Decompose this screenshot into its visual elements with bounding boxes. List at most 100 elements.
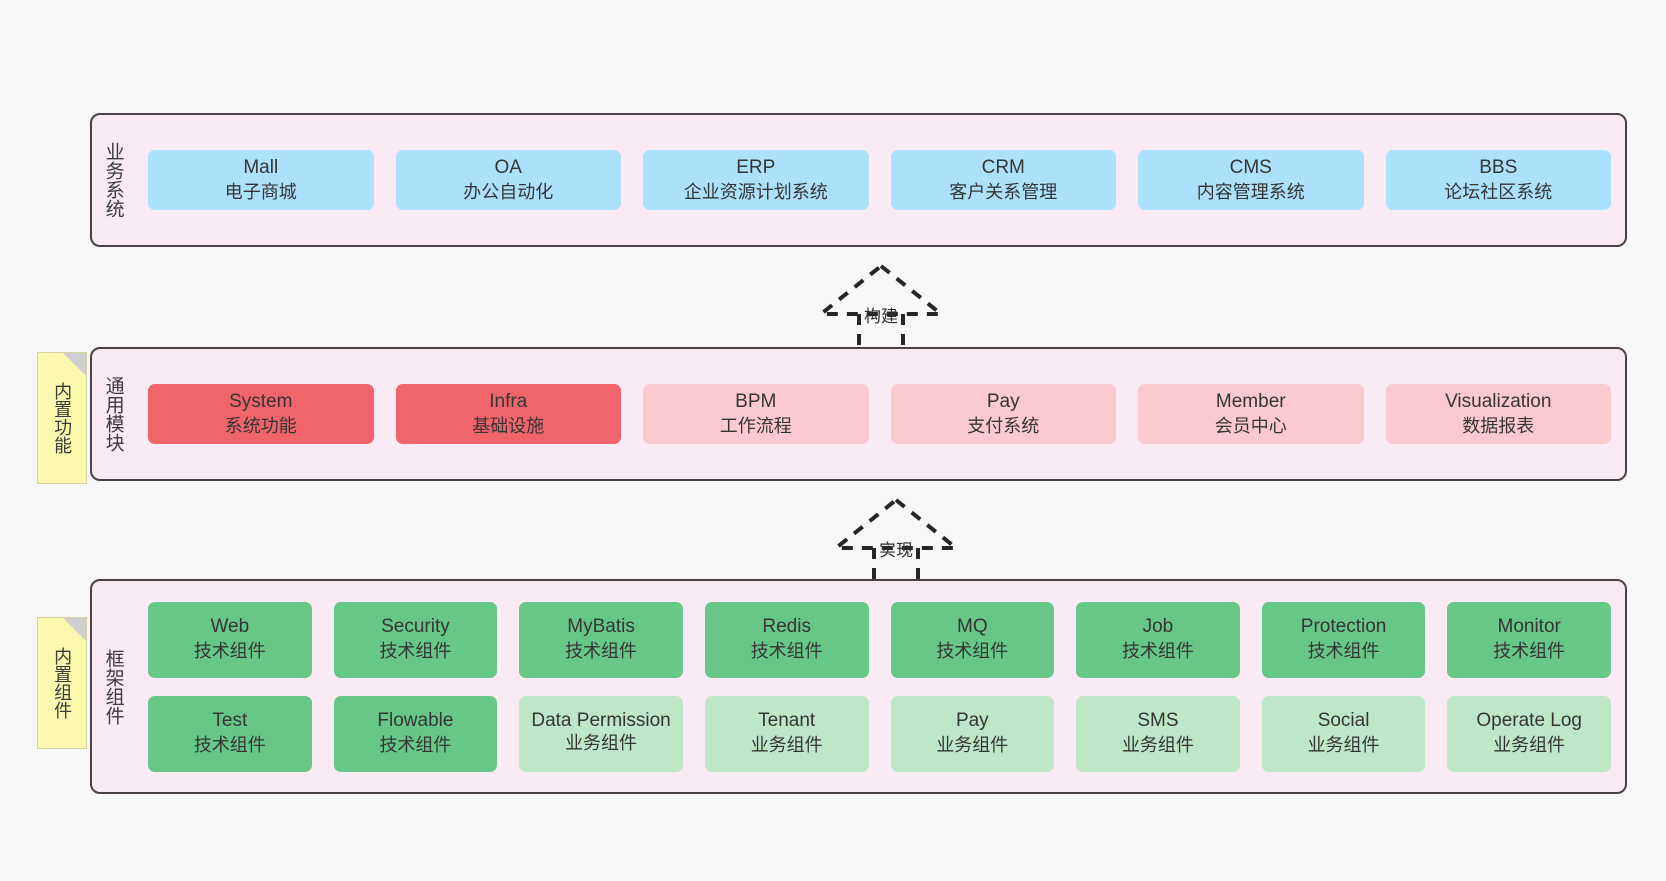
card-title-cn: 技术组件	[750, 641, 823, 662]
connector-build: 构建	[806, 262, 956, 356]
card-title-cn: 技术组件	[1307, 641, 1380, 662]
card-title-en: Test	[212, 710, 248, 732]
card-title-cn: 业务组件	[1307, 735, 1380, 756]
note-label: 内置组件	[52, 647, 73, 719]
card-redis[interactable]: Redis 技术组件	[704, 601, 869, 678]
card-title-en: MyBatis	[567, 616, 635, 638]
card-tenant[interactable]: Tenant 业务组件	[704, 695, 869, 772]
card-cms[interactable]: CMS 内容管理系统	[1138, 149, 1364, 211]
card-title-cn: 业务组件	[1493, 735, 1566, 756]
card-title-en: ERP	[736, 156, 776, 178]
card-title-en: Social	[1317, 710, 1370, 732]
card-pay-component[interactable]: Pay 业务组件	[890, 695, 1055, 772]
card-title-cn: 技术组件	[379, 641, 452, 662]
card-mq[interactable]: MQ 技术组件	[890, 601, 1055, 678]
layer-body-common-module: System 系统功能 Infra 基础设施 BPM 工作流程 Pay 支付系统…	[134, 349, 1625, 479]
card-system[interactable]: System 系统功能	[148, 383, 374, 445]
card-test[interactable]: Test 技术组件	[148, 695, 312, 772]
card-title-en: Protection	[1300, 616, 1387, 638]
card-title-en: Tenant	[758, 710, 816, 732]
card-sms[interactable]: SMS 业务组件	[1076, 695, 1240, 772]
card-title-cn: 业务组件	[565, 733, 638, 754]
card-title-en: OA	[494, 156, 522, 178]
layer-body-framework-component: Web 技术组件 Security 技术组件 MyBatis 技术组件 Redi…	[134, 581, 1625, 792]
card-title-en: Pay	[955, 710, 989, 732]
layer-row: System 系统功能 Infra 基础设施 BPM 工作流程 Pay 支付系统…	[148, 383, 1611, 445]
layer-row: Web 技术组件 Security 技术组件 MyBatis 技术组件 Redi…	[148, 601, 1611, 678]
note-label: 内置功能	[52, 382, 73, 454]
card-title-cn: 企业资源计划系统	[683, 181, 828, 202]
card-crm[interactable]: CRM 客户关系管理	[890, 149, 1116, 211]
card-mybatis[interactable]: MyBatis 技术组件	[519, 601, 683, 678]
card-title-en: Web	[210, 616, 250, 638]
card-visualization[interactable]: Visualization 数据报表	[1385, 383, 1611, 445]
card-title-en: System	[229, 390, 293, 412]
card-title-en: SMS	[1137, 710, 1179, 732]
card-job[interactable]: Job 技术组件	[1076, 601, 1240, 678]
connector-label-build: 构建	[864, 307, 898, 326]
connector-label-implement: 实现	[879, 541, 913, 560]
card-title-cn: 客户关系管理	[949, 181, 1058, 202]
card-title-en: Member	[1215, 390, 1286, 412]
card-data-permission[interactable]: Data Permission 业务组件	[519, 695, 683, 772]
note-fold-corner-icon	[63, 353, 86, 376]
connector-implement: 实现	[821, 496, 971, 590]
card-title-en: Data Permission	[531, 710, 671, 732]
card-title-en: Monitor	[1497, 616, 1561, 638]
note-builtin-features: 内置功能	[37, 352, 87, 484]
card-mall[interactable]: Mall 电子商城	[148, 149, 374, 211]
card-title-en: MQ	[957, 616, 988, 638]
layer-title-common-module: 通用模块	[102, 376, 124, 452]
card-title-cn: 办公自动化	[463, 181, 554, 202]
card-title-en: Visualization	[1445, 390, 1552, 412]
card-title-cn: 论坛社区系统	[1444, 181, 1553, 202]
layer-body-business-system: Mall 电子商城 OA 办公自动化 ERP 企业资源计划系统 CRM 客户关系…	[134, 115, 1625, 245]
card-title-cn: 业务组件	[936, 735, 1009, 756]
layer-title-framework-component: 框架组件	[102, 648, 124, 725]
card-oa[interactable]: OA 办公自动化	[395, 149, 621, 211]
card-title-en: CMS	[1229, 156, 1272, 178]
card-title-en: BBS	[1479, 156, 1518, 178]
card-title-cn: 电子商城	[224, 181, 297, 202]
card-title-en: Operate Log	[1476, 710, 1582, 732]
card-infra[interactable]: Infra 基础设施	[395, 383, 621, 445]
card-bbs[interactable]: BBS 论坛社区系统	[1385, 149, 1611, 211]
card-erp[interactable]: ERP 企业资源计划系统	[643, 149, 869, 211]
layer-title-business-system: 业务系统	[102, 142, 124, 218]
card-title-en: Redis	[762, 616, 811, 638]
card-title-cn: 基础设施	[472, 415, 545, 436]
card-pay[interactable]: Pay 支付系统	[890, 383, 1116, 445]
card-member[interactable]: Member 会员中心	[1138, 383, 1364, 445]
card-title-cn: 业务组件	[750, 735, 823, 756]
card-title-en: Infra	[489, 390, 528, 412]
card-title-cn: 内容管理系统	[1196, 181, 1305, 202]
layer-row: Mall 电子商城 OA 办公自动化 ERP 企业资源计划系统 CRM 客户关系…	[148, 149, 1611, 211]
card-title-en: Job	[1142, 616, 1174, 638]
card-title-en: Pay	[986, 390, 1020, 412]
card-title-cn: 数据报表	[1462, 415, 1535, 436]
card-monitor[interactable]: Monitor 技术组件	[1447, 601, 1611, 678]
layer-framework-component: 框架组件 Web 技术组件 Security 技术组件 MyBatis 技术组件…	[90, 579, 1627, 794]
card-title-cn: 技术组件	[1493, 641, 1566, 662]
layer-row: Test 技术组件 Flowable 技术组件 Data Permission …	[148, 695, 1611, 772]
card-title-cn: 技术组件	[936, 641, 1009, 662]
note-fold-corner-icon	[63, 618, 86, 641]
note-builtin-components: 内置组件	[37, 617, 87, 749]
card-operate-log[interactable]: Operate Log 业务组件	[1447, 695, 1611, 772]
card-title-cn: 会员中心	[1214, 415, 1287, 436]
card-protection[interactable]: Protection 技术组件	[1261, 601, 1426, 678]
card-title-en: Security	[381, 616, 450, 638]
card-title-cn: 技术组件	[565, 641, 638, 662]
card-flowable[interactable]: Flowable 技术组件	[333, 695, 498, 772]
layer-common-module: 通用模块 System 系统功能 Infra 基础设施 BPM 工作流程 Pay…	[90, 347, 1627, 481]
card-bpm[interactable]: BPM 工作流程	[643, 383, 869, 445]
card-web[interactable]: Web 技术组件	[148, 601, 312, 678]
card-title-en: Flowable	[377, 710, 454, 732]
card-social[interactable]: Social 业务组件	[1261, 695, 1426, 772]
card-title-cn: 技术组件	[1121, 641, 1194, 662]
card-title-cn: 技术组件	[193, 735, 266, 756]
card-security[interactable]: Security 技术组件	[333, 601, 498, 678]
card-title-en: BPM	[735, 390, 777, 412]
card-title-en: Mall	[243, 156, 279, 178]
